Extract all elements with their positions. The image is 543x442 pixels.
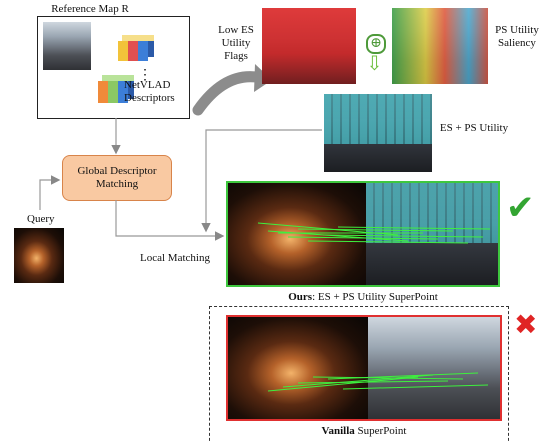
combined-utility-image (324, 94, 432, 172)
vanilla-container (209, 306, 509, 442)
reference-image (43, 22, 91, 70)
local-matching-label: Local Matching (140, 252, 210, 264)
query-image (14, 228, 64, 283)
ours-match-lines (257, 222, 491, 244)
descriptor-cube-top (118, 33, 158, 67)
combined-label: ES + PS Utility (439, 122, 509, 134)
ellipsis-dots: ⋮ (138, 68, 152, 83)
ours-caption-bold: Ours (288, 291, 313, 303)
vanilla-caption: Vanilla SuperPoint (226, 425, 502, 438)
global-matching-box: Global Descriptor Matching (62, 155, 172, 201)
global-matching-label: Global Descriptor Matching (77, 165, 157, 190)
vanilla-result-frame (226, 315, 502, 421)
reference-map-box: ⋮ NetVLAD Descriptors (37, 16, 190, 119)
vanilla-caption-rest: SuperPoint (354, 425, 407, 437)
ps-saliency-image (392, 8, 488, 84)
ours-caption-rest: : ES + PS Utility SuperPoint (312, 291, 438, 303)
vanilla-match-lines (267, 372, 489, 392)
fail-cross-icon: ✖ (514, 310, 538, 341)
success-check-icon: ✔ (506, 190, 535, 227)
netvlad-descriptors-label: NetVLAD Descriptors (124, 79, 175, 104)
reference-map-title: Reference Map R (51, 3, 129, 15)
low-es-image (262, 8, 356, 84)
ours-result-frame (226, 181, 500, 287)
down-arrow-icon: ⇩ (366, 53, 383, 75)
low-es-label: Low ES Utility Flags (218, 24, 254, 62)
ours-caption: Ours: ES + PS Utility SuperPoint (226, 291, 500, 304)
combine-icon: ⊕ (366, 34, 386, 54)
ps-label: PS Utility Saliency (495, 24, 539, 49)
query-label: Query (27, 213, 55, 225)
descriptor-cube-bottom (98, 73, 138, 107)
vanilla-caption-bold: Vanilla (321, 425, 355, 437)
